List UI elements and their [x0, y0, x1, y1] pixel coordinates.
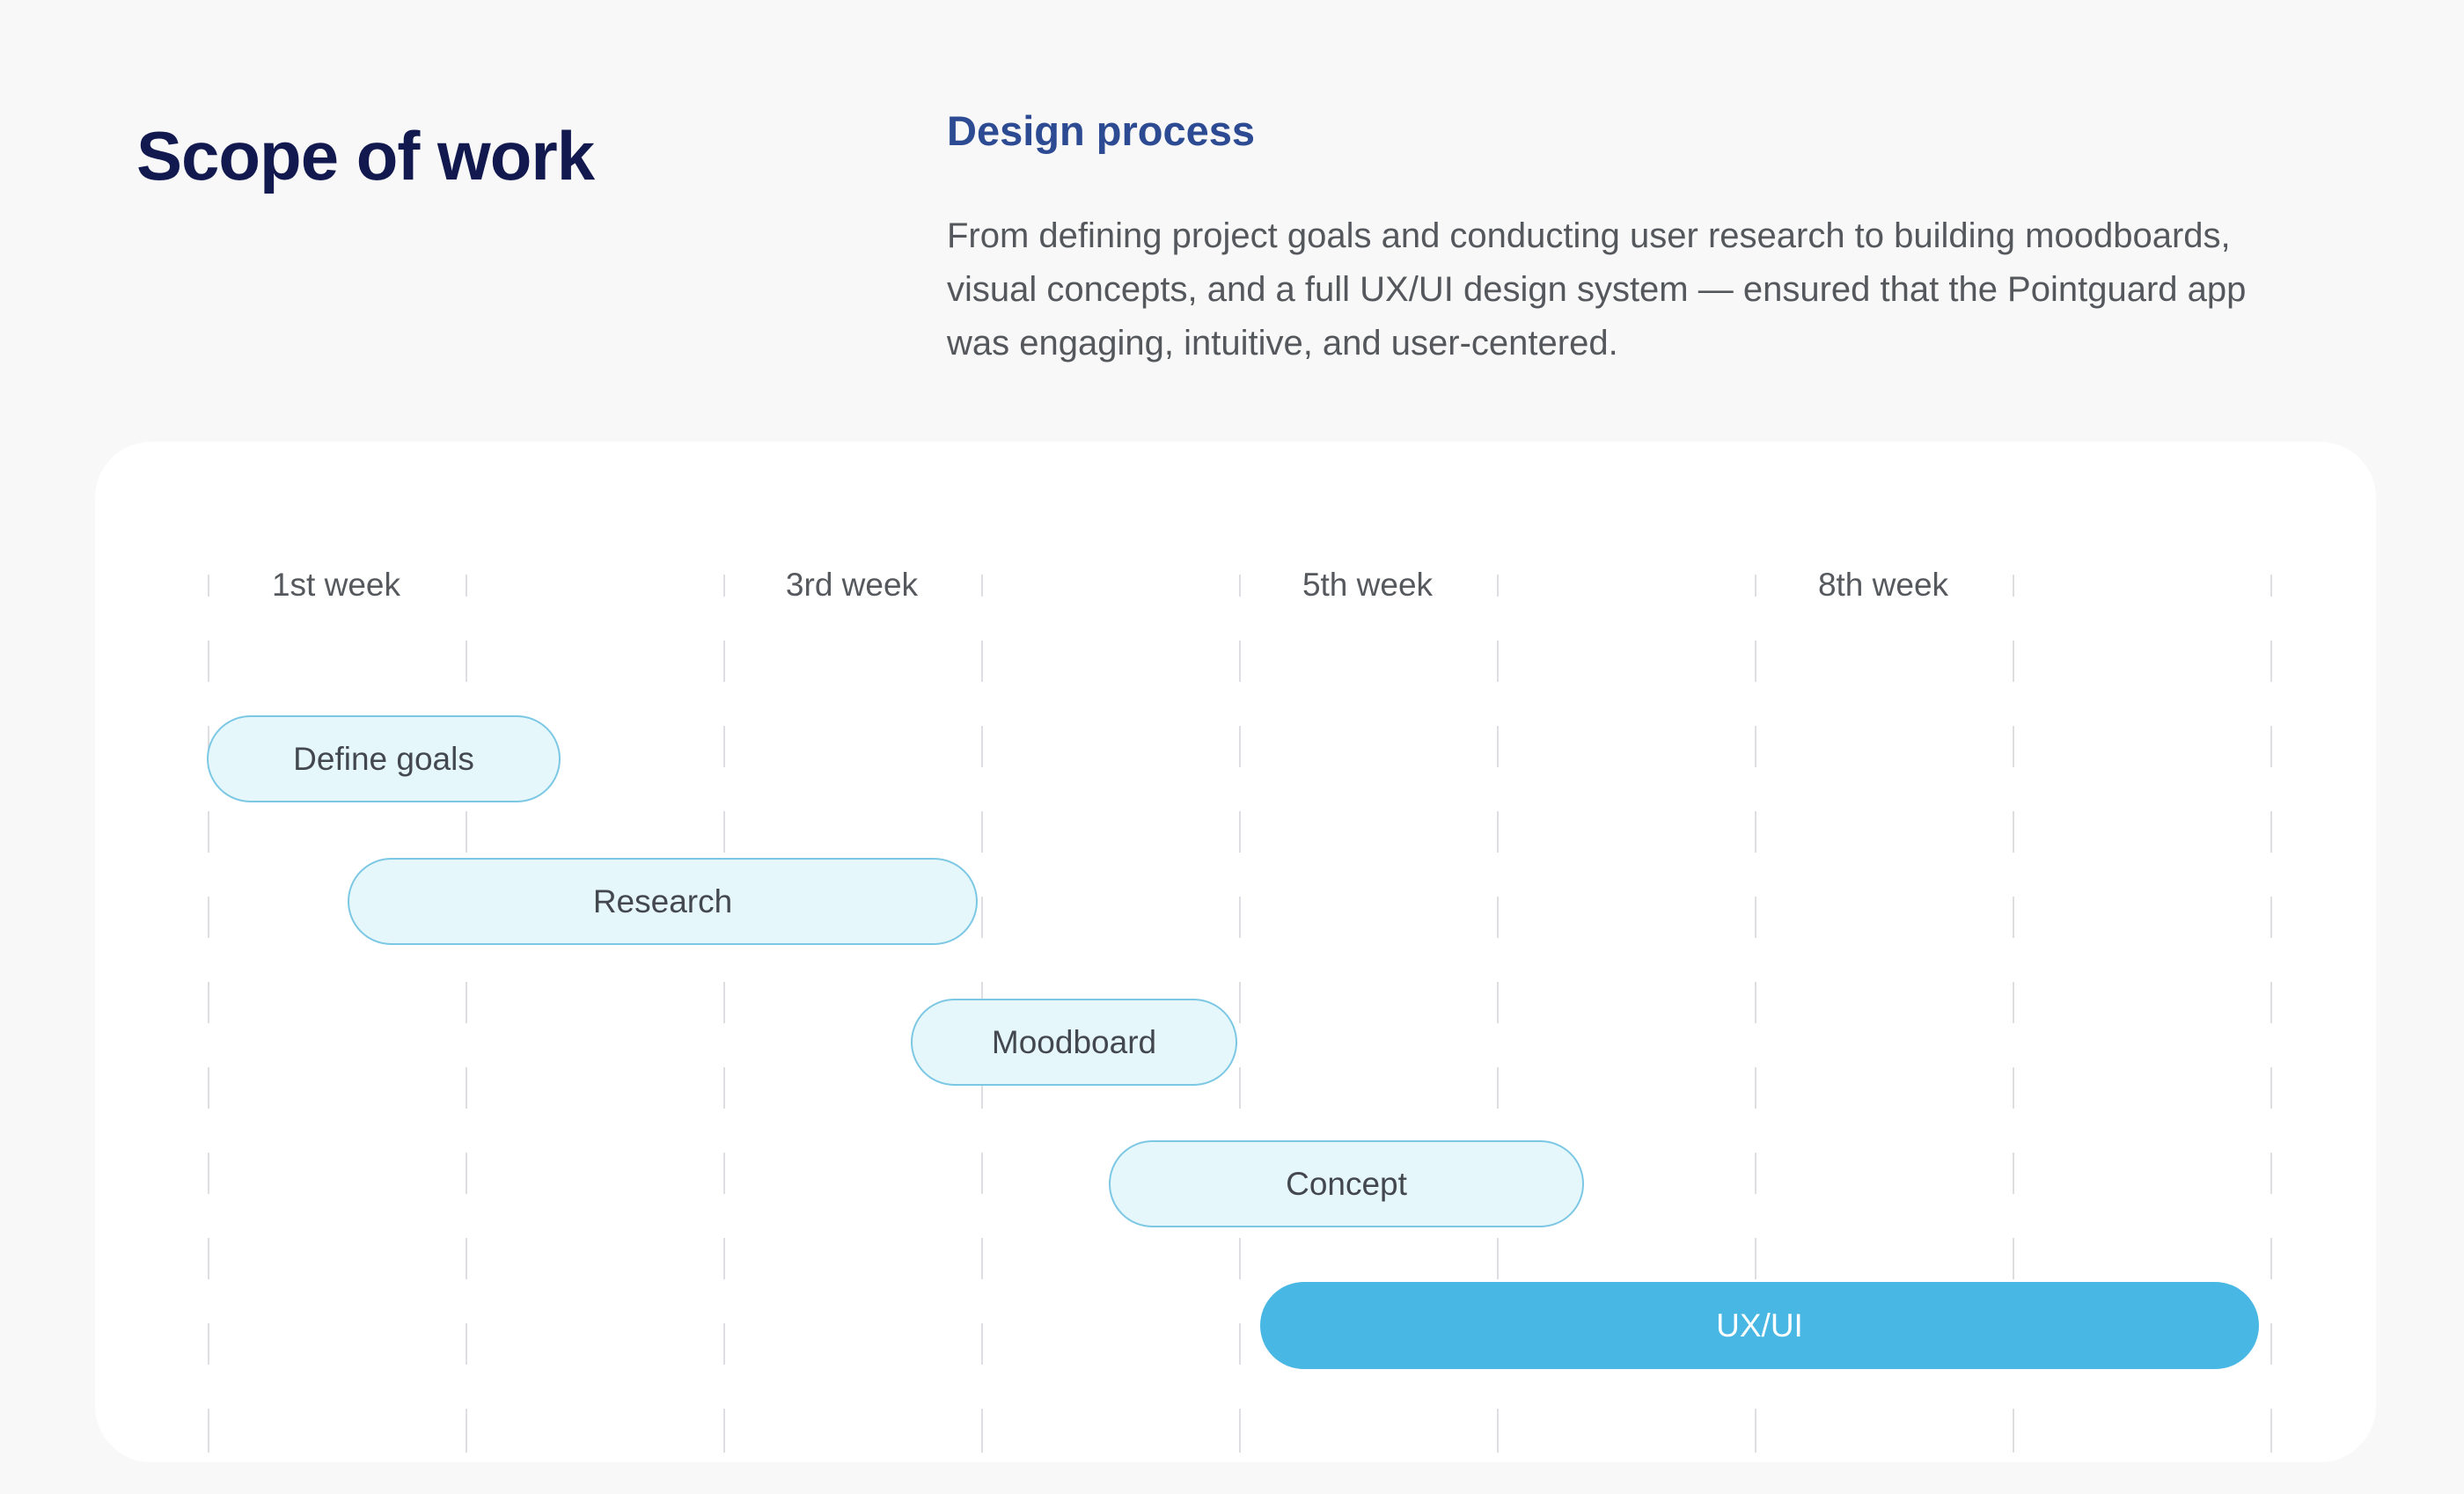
grid-line: [1239, 575, 1241, 1453]
task-pill-label: Concept: [1286, 1165, 1407, 1202]
grid-line: [208, 575, 209, 1453]
task-pill: Moodboard: [911, 999, 1237, 1086]
grid-line: [1497, 575, 1499, 1453]
week-axis-label: 8th week: [1817, 567, 1949, 603]
grid-line: [1755, 575, 1756, 1453]
paragraph-line: visual concepts, and a full UX/UI design…: [947, 270, 2247, 309]
task-pill-label: UX/UI: [1716, 1307, 1803, 1344]
paragraph-line: was engaging, intuitive, and user-center…: [947, 324, 1618, 363]
week-axis-label: 5th week: [1302, 567, 1434, 603]
section-heading: Design process: [947, 107, 1256, 154]
week-axis-label: 1st week: [271, 567, 400, 603]
grid-line: [466, 575, 467, 1453]
grid-line: [2013, 575, 2014, 1453]
task-pill: Concept: [1109, 1140, 1584, 1227]
task-pill-label: Moodboard: [991, 1023, 1157, 1060]
task-pill-label: Research: [592, 882, 733, 919]
grid-line: [723, 575, 725, 1453]
page-title: Scope of work: [136, 117, 595, 195]
paragraph-line: From defining project goals and conducti…: [947, 216, 2231, 255]
section-paragraph: From defining project goals and conducti…: [947, 209, 2246, 370]
week-axis-label: 3rd week: [785, 567, 919, 603]
grid-line: [2270, 575, 2272, 1453]
task-pill-label: Define goals: [293, 740, 474, 777]
gantt-timeline-card: 1st week 3rd week 5th week 8th week Define …: [95, 442, 2376, 1462]
task-pill: Research: [348, 858, 978, 945]
task-pill: Define goals: [207, 715, 561, 802]
task-pill: UX/UI: [1260, 1282, 2259, 1369]
